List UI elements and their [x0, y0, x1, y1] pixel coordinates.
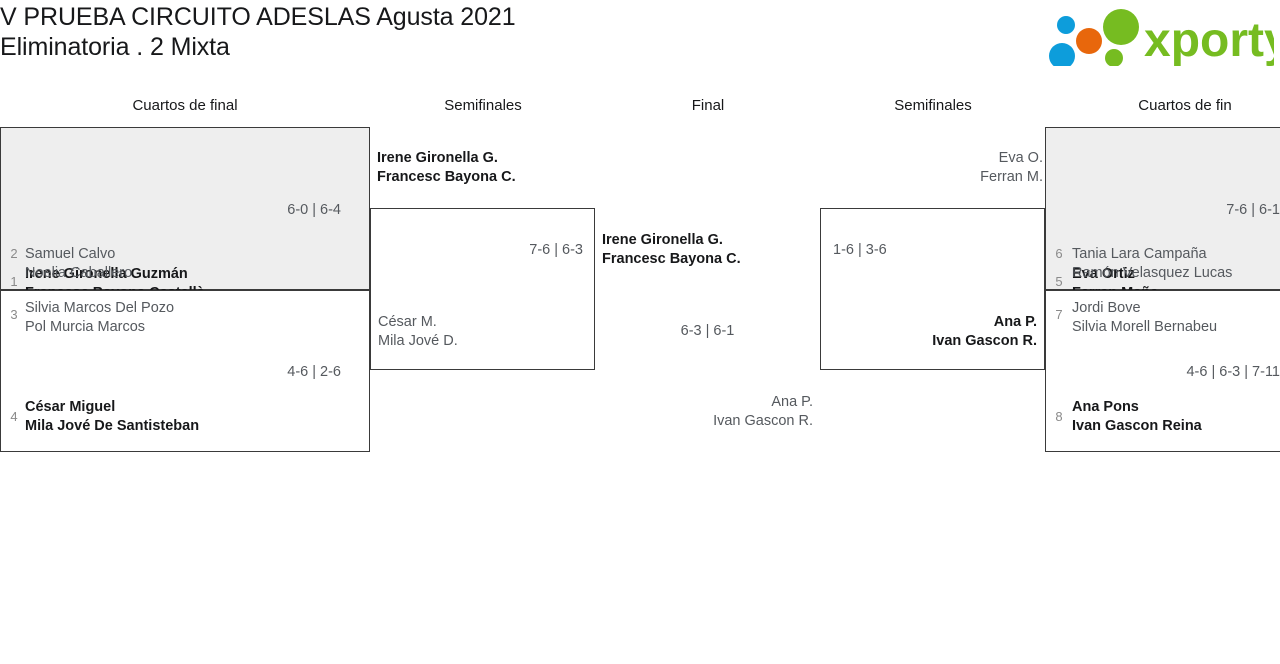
round-header-sf-right: Semifinales — [894, 97, 972, 114]
team-name-line2: Mila Jové De Santisteban — [25, 418, 200, 434]
team-name-line1: Eva Ortiz — [1072, 266, 1135, 282]
round-header-sf-left: Semifinales — [444, 97, 522, 114]
team-name-line2: Mila Jové D. — [378, 333, 458, 349]
logo-dot-blue-top — [1057, 16, 1075, 34]
seed-number: 3 — [10, 307, 18, 322]
seed-number: 4 — [10, 409, 18, 424]
match-box-sf-left[interactable]: 7-6 | 6-3 César M. Mila Jové D. — [370, 208, 595, 370]
seed-number: 2 — [10, 246, 18, 261]
match-box-qf1[interactable]: 1 Irene Gironella Guzmán Francesc Bayona… — [0, 127, 370, 301]
final-loser-line2: Ivan Gascon R. — [713, 413, 813, 429]
match-score: 4-6 | 6-3 | 7-11 — [1186, 364, 1280, 380]
team-name-line1: Silvia Marcos Del Pozo — [25, 300, 175, 316]
team-name-line1: Ana Pons — [1072, 399, 1139, 415]
match-box-qf3[interactable]: 5 Eva Ortiz Ferran Mañe 7-6 | 6-1 6 Tani… — [1045, 127, 1280, 301]
seed-number: 1 — [10, 274, 18, 289]
sf-left-winner-line2: Francesc Bayona C. — [377, 169, 516, 185]
match-box-qf2[interactable]: 3 Silvia Marcos Del Pozo Pol Murcia Marc… — [0, 290, 370, 452]
seed-number: 5 — [1055, 274, 1063, 289]
page-title: V PRUEBA CIRCUITO ADESLAS Agusta 2021 El… — [0, 2, 900, 62]
logo-dot-green-small — [1105, 49, 1123, 66]
round-subtitle: Eliminatoria . 2 Mixta — [0, 33, 230, 61]
sf-left-winner-line1: Irene Gironella G. — [377, 150, 498, 166]
logo-dot-green-large — [1103, 9, 1139, 45]
team-name-line2: Ramón Velasquez Lucas — [1072, 265, 1233, 281]
match-score: 6-0 | 6-4 — [287, 202, 341, 218]
logo-dot-orange — [1076, 28, 1102, 54]
match-score: 7-6 | 6-1 — [1226, 202, 1280, 218]
seed-number: 8 — [1055, 409, 1063, 424]
seed-number: 7 — [1055, 307, 1063, 322]
team-name-line1: Samuel Calvo — [25, 246, 116, 262]
match-score: 7-6 | 6-3 — [529, 242, 583, 258]
team-name-line1: Irene Gironella Guzmán — [25, 266, 188, 282]
team-name-line2: Pol Murcia Marcos — [25, 319, 146, 335]
match-score: 1-6 | 3-6 — [833, 242, 887, 258]
xporty-logo[interactable]: xporty — [1046, 8, 1274, 66]
final-winner-line1: Irene Gironella G. — [602, 232, 723, 248]
team-name-line2: Ivan Gascon Reina — [1072, 418, 1202, 434]
team-name-line2: Noelia Caballero — [25, 265, 133, 281]
final-winner-line2: Francesc Bayona C. — [602, 251, 741, 267]
round-header-qf-left: Cuartos de final — [132, 97, 238, 114]
match-box-sf-right[interactable]: 1-6 | 3-6 Ana P. Ivan Gascon R. — [820, 208, 1045, 370]
match-score: 4-6 | 2-6 — [287, 364, 341, 380]
logo-dot-blue-bottom — [1049, 43, 1075, 66]
final-loser-line1: Ana P. — [771, 394, 813, 410]
round-header-qf-right: Cuartos de fin — [1138, 97, 1232, 114]
team-name-line1: Tania Lara Campaña — [1072, 246, 1207, 262]
match-box-qf4[interactable]: 7 Jordi Bove Silvia Morell Bernabeu 4-6 … — [1045, 290, 1280, 452]
team-name-line1: Jordi Bove — [1072, 300, 1141, 316]
round-header-final: Final — [691, 97, 725, 114]
sf-right-loser-line1: Eva O. — [998, 150, 1043, 166]
team-name-line1: César Miguel — [25, 399, 116, 415]
final-score: 6-3 | 6-1 — [680, 323, 735, 339]
team-name-line2: Ivan Gascon R. — [932, 333, 1037, 349]
team-name-line1: Ana P. — [993, 314, 1037, 330]
sf-right-loser-line2: Ferran M. — [980, 169, 1043, 185]
tournament-name: V PRUEBA CIRCUITO ADESLAS Agusta 2021 — [0, 3, 516, 31]
team-name-line1: César M. — [378, 314, 437, 330]
team-name-line2: Silvia Morell Bernabeu — [1072, 319, 1218, 335]
logo-wordmark: xporty — [1144, 14, 1274, 66]
seed-number: 6 — [1055, 246, 1063, 261]
